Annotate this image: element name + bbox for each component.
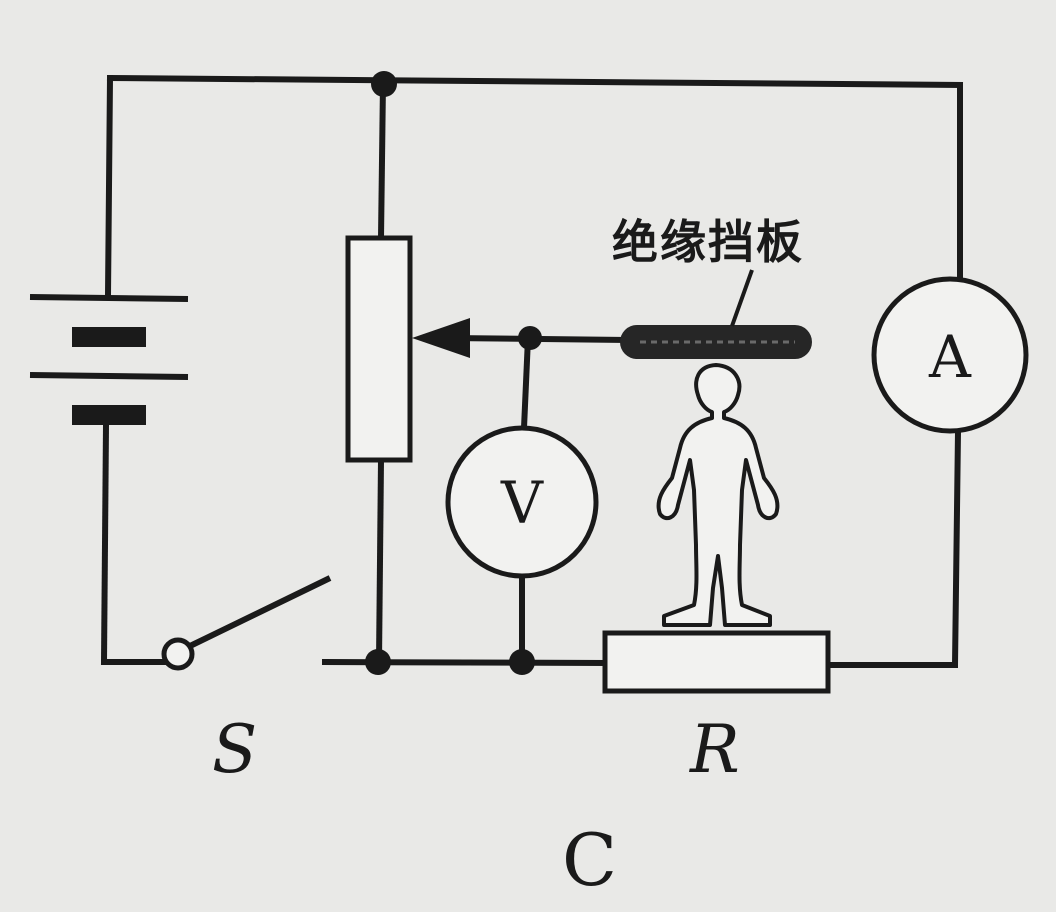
resistor-label: R: [689, 711, 740, 788]
switch-label: S: [212, 711, 257, 788]
switch-pivot: [161, 637, 195, 671]
person-figure-icon: [656, 363, 780, 627]
voltmeter: V: [445, 425, 599, 579]
resistor-r-body: [602, 630, 831, 694]
voltmeter-symbol: V: [500, 469, 544, 537]
battery-icon: [29, 294, 189, 425]
switch-blade: [188, 575, 332, 649]
battery-short-plate-2: [72, 405, 146, 425]
battery-long-plate-1: [29, 294, 189, 302]
insulating-plate: [620, 325, 812, 359]
rheostat-bottom-wire: [375, 456, 385, 666]
voltmeter-upper-wire: [520, 334, 532, 432]
insulating-plate-label: 绝缘挡板: [612, 215, 804, 269]
battery-long-plate-2: [29, 372, 189, 380]
battery-short-plate-1: [72, 327, 146, 347]
plate-label-leader: [730, 269, 754, 327]
left-lower-wire: [100, 421, 110, 666]
ammeter-symbol: A: [928, 323, 972, 391]
top-wire: [106, 74, 964, 89]
voltmeter-ring: [445, 425, 599, 579]
right-lower-wire: [951, 428, 962, 669]
junction-bottom-right: [509, 649, 535, 675]
left-upper-wire: [104, 74, 114, 299]
ammeter-ring: [871, 276, 1029, 434]
switch-icon: [161, 575, 332, 671]
rheostat-body: [345, 235, 413, 463]
ammeter: A: [871, 276, 1029, 434]
junction-slider: [518, 326, 542, 350]
junction-nodes: [365, 71, 542, 675]
rheostat-top-wire: [377, 79, 387, 242]
slider-arrowhead: [412, 318, 470, 358]
option-letter: C: [562, 818, 617, 902]
junction-top: [371, 71, 397, 97]
junction-bottom-left: [365, 649, 391, 675]
